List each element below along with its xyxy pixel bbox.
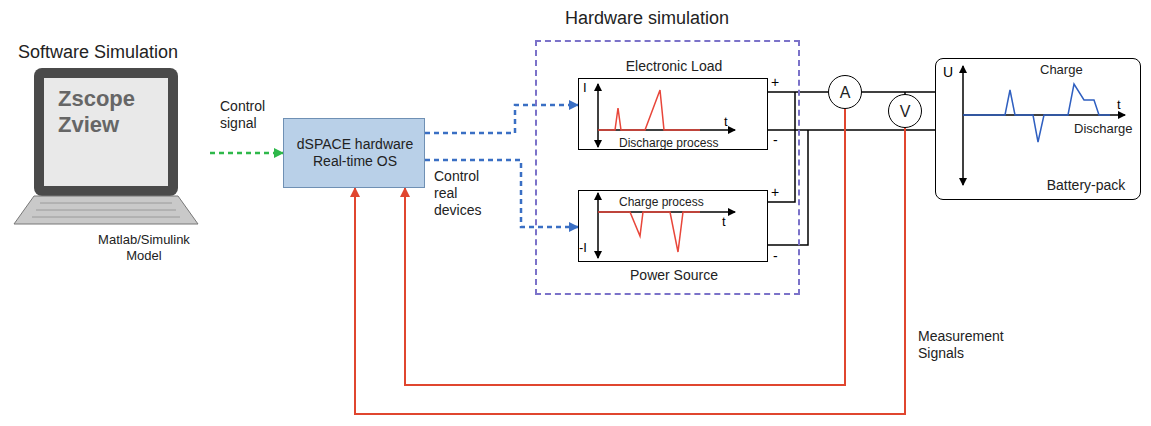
- device-box: Electronic LoadDischarge process: [578, 78, 768, 150]
- axis-label: I: [583, 80, 587, 96]
- group-frame: Hardware simulationElectronic LoadDischa…: [535, 40, 800, 295]
- meter-letter: A: [829, 83, 861, 102]
- ammeter-symbol: A: [828, 75, 862, 109]
- current-curve: [598, 90, 700, 130]
- axis: [597, 84, 599, 147]
- signal-arrow: [405, 109, 845, 385]
- laptop-base: [14, 196, 198, 224]
- heading: Power Source: [579, 267, 769, 284]
- terminal-sign: +: [771, 184, 779, 201]
- axis-label: U: [943, 64, 953, 81]
- laptop-screen: [44, 78, 168, 186]
- edge-label: Control real devices: [434, 168, 506, 218]
- wire: [768, 92, 795, 202]
- wire: [768, 91, 828, 93]
- axis-label: t: [724, 114, 728, 130]
- axis-label: Discharge: [1074, 121, 1133, 137]
- edge-label: Control signal: [220, 98, 282, 132]
- axis-label: t: [722, 214, 726, 230]
- process-box: dSPACE hardware Real-time OS: [283, 118, 425, 188]
- laptop-lid: [34, 68, 178, 196]
- axis-label: Charge: [1040, 62, 1083, 78]
- box-text: Discharge process: [619, 136, 759, 150]
- axis-label: t: [1117, 97, 1121, 113]
- terminal-sign: -: [773, 132, 778, 149]
- caption: Matlab/Simulink Model: [84, 232, 204, 263]
- signal-arrow: [355, 128, 905, 414]
- control-arrow: [425, 105, 578, 133]
- control-arrow: [425, 160, 578, 227]
- laptop-icon: [14, 68, 198, 224]
- device-box: Power SourceCharge process: [578, 190, 768, 262]
- meter-letter: V: [889, 102, 921, 121]
- current-curve: [598, 212, 700, 252]
- screen-text: Zscope Zview: [58, 86, 166, 139]
- box-label: Battery-pack: [1036, 177, 1136, 194]
- edge-label: Measurement Signals: [918, 328, 1018, 362]
- control-arrow: [210, 152, 283, 155]
- box-text: Charge process: [619, 195, 759, 209]
- box-text: dSPACE hardware Real-time OS: [290, 136, 420, 170]
- heading: Electronic Load: [579, 58, 769, 75]
- terminal-sign: -: [773, 248, 778, 265]
- wire: [862, 91, 935, 93]
- laptop-keys: [32, 203, 180, 217]
- heading: Software Simulation: [18, 42, 208, 64]
- wire: [768, 130, 808, 245]
- axis-label: -I: [579, 240, 587, 256]
- laptop: Software SimulationZscope ZviewMatlab/Si…: [10, 40, 210, 260]
- voltmeter-symbol: V: [888, 94, 922, 128]
- wire: [768, 129, 935, 131]
- terminal-sign: +: [771, 74, 779, 91]
- axis: [597, 193, 599, 258]
- axis: [962, 66, 964, 185]
- heading: Hardware simulation: [565, 8, 785, 30]
